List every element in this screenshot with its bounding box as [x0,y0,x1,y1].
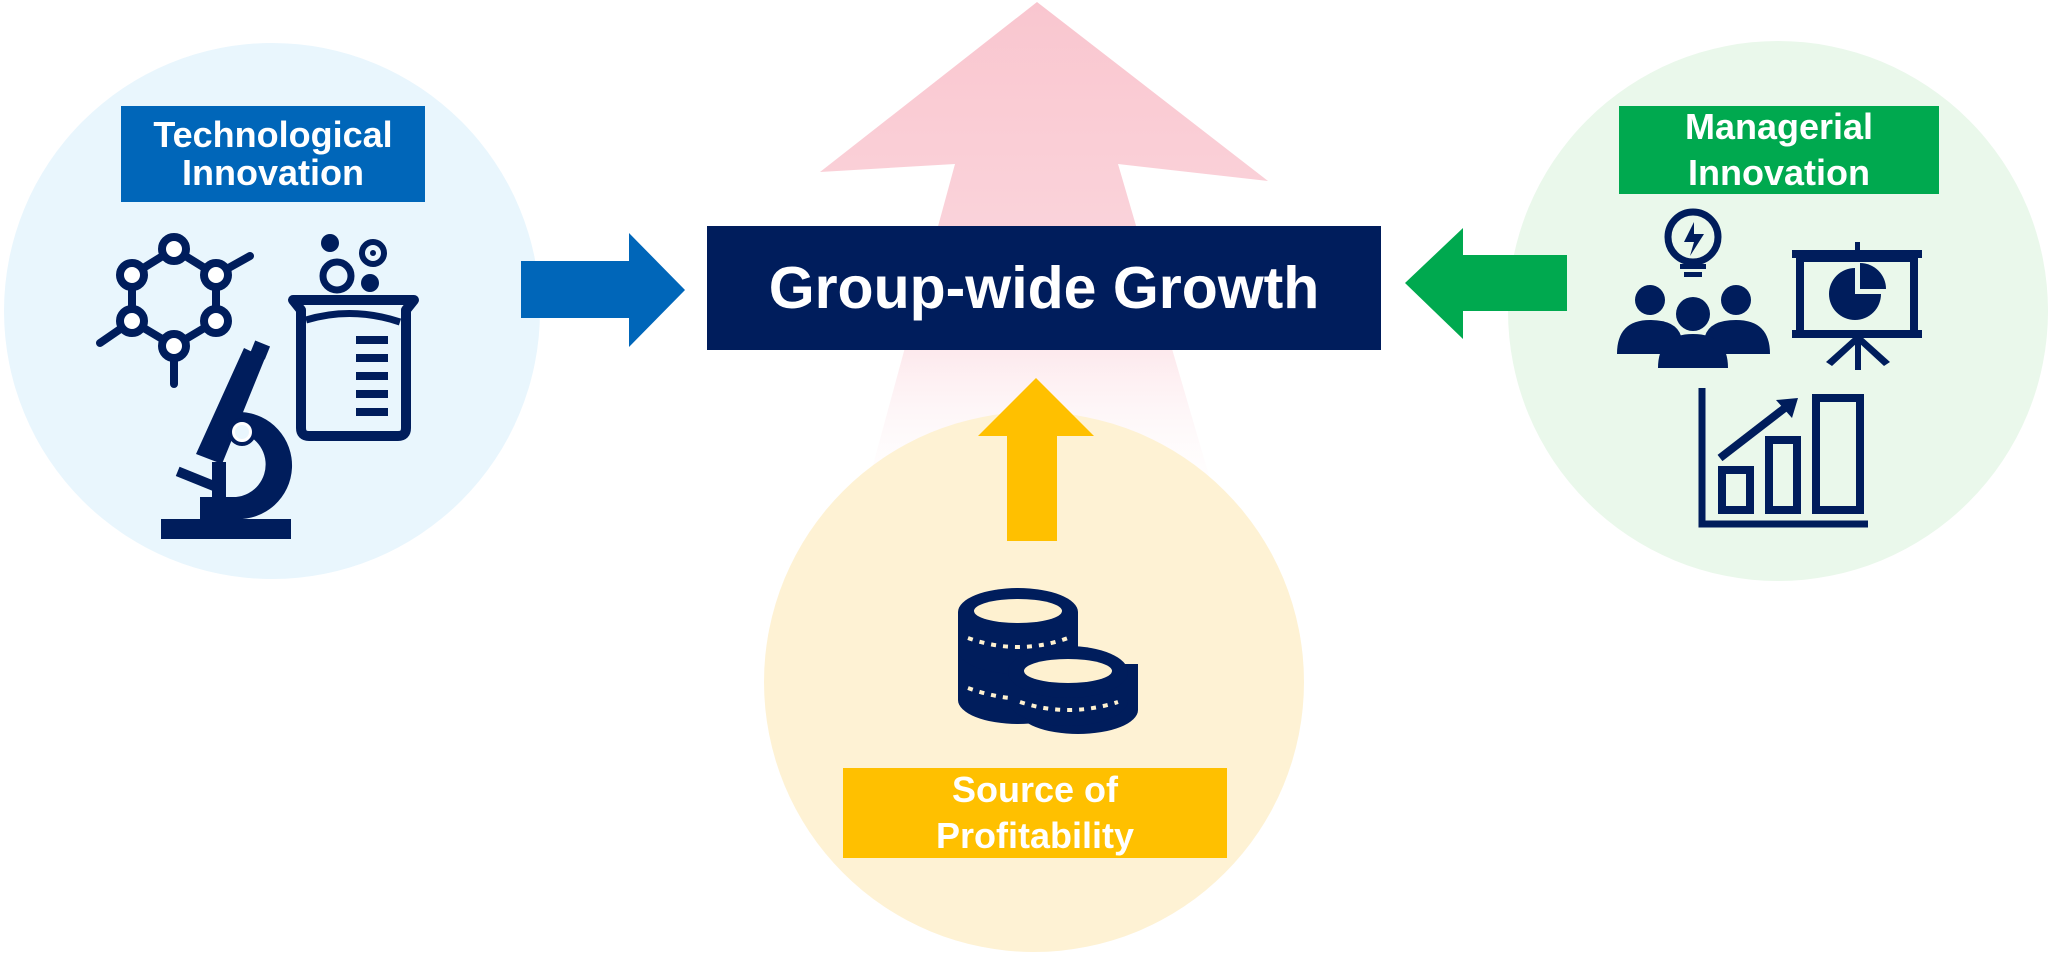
molecule-icon [96,233,254,388]
mgmt-arrow [1405,228,1567,339]
beaker-icon [288,234,419,441]
microscope-icon [161,340,293,539]
managerial-innovation-label: Managerial Innovation [1684,106,1874,193]
tech-innovation-label: Technological Innovation [153,114,393,193]
group-wide-growth-title: Group-wide Growth [768,255,1320,321]
growth-chart-icon [1698,388,1868,528]
source-of-profitability-label: Source of Profitability [935,769,1135,856]
tech-label-bg [121,106,425,202]
team-idea-icon [1617,208,1770,368]
coins-icon [958,588,1138,734]
presentation-icon [1792,242,1922,370]
source-label-bg [843,768,1227,858]
tech-arrow [521,233,685,347]
center-box-bg [707,226,1381,350]
mgmt-label-bg [1619,106,1939,194]
source-arrow [978,378,1094,541]
